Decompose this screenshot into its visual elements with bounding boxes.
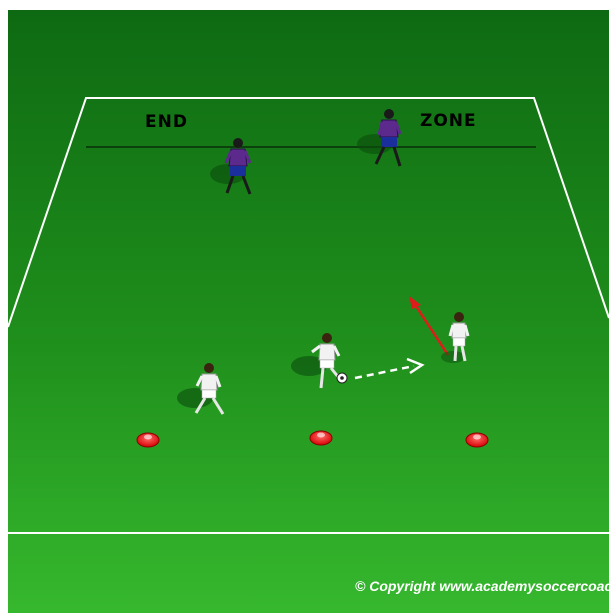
cone-icon bbox=[136, 432, 160, 448]
player-attacker-left bbox=[177, 363, 225, 415]
player-defender-right bbox=[357, 109, 402, 167]
player-icon bbox=[224, 138, 252, 195]
player-icon bbox=[374, 109, 402, 167]
player-icon bbox=[311, 333, 341, 389]
player-attacker-right bbox=[441, 312, 470, 363]
zone-label: ZONE bbox=[420, 111, 477, 131]
cone-icon bbox=[465, 432, 489, 448]
player-attacker-ball bbox=[291, 333, 341, 389]
cone-icon bbox=[309, 430, 333, 446]
run-arrow bbox=[409, 296, 450, 356]
soccer-ball-icon bbox=[336, 372, 348, 384]
copyright-text: © Copyright www.academysoccercoach bbox=[355, 578, 609, 594]
grass-background bbox=[8, 10, 609, 613]
field-lines bbox=[7, 97, 609, 534]
player-icon bbox=[194, 363, 225, 415]
end-zone-label: END bbox=[145, 112, 188, 132]
player-icon bbox=[448, 312, 470, 362]
cones bbox=[136, 430, 489, 448]
player-defender-left bbox=[210, 138, 252, 195]
pass-arrow bbox=[354, 357, 425, 380]
